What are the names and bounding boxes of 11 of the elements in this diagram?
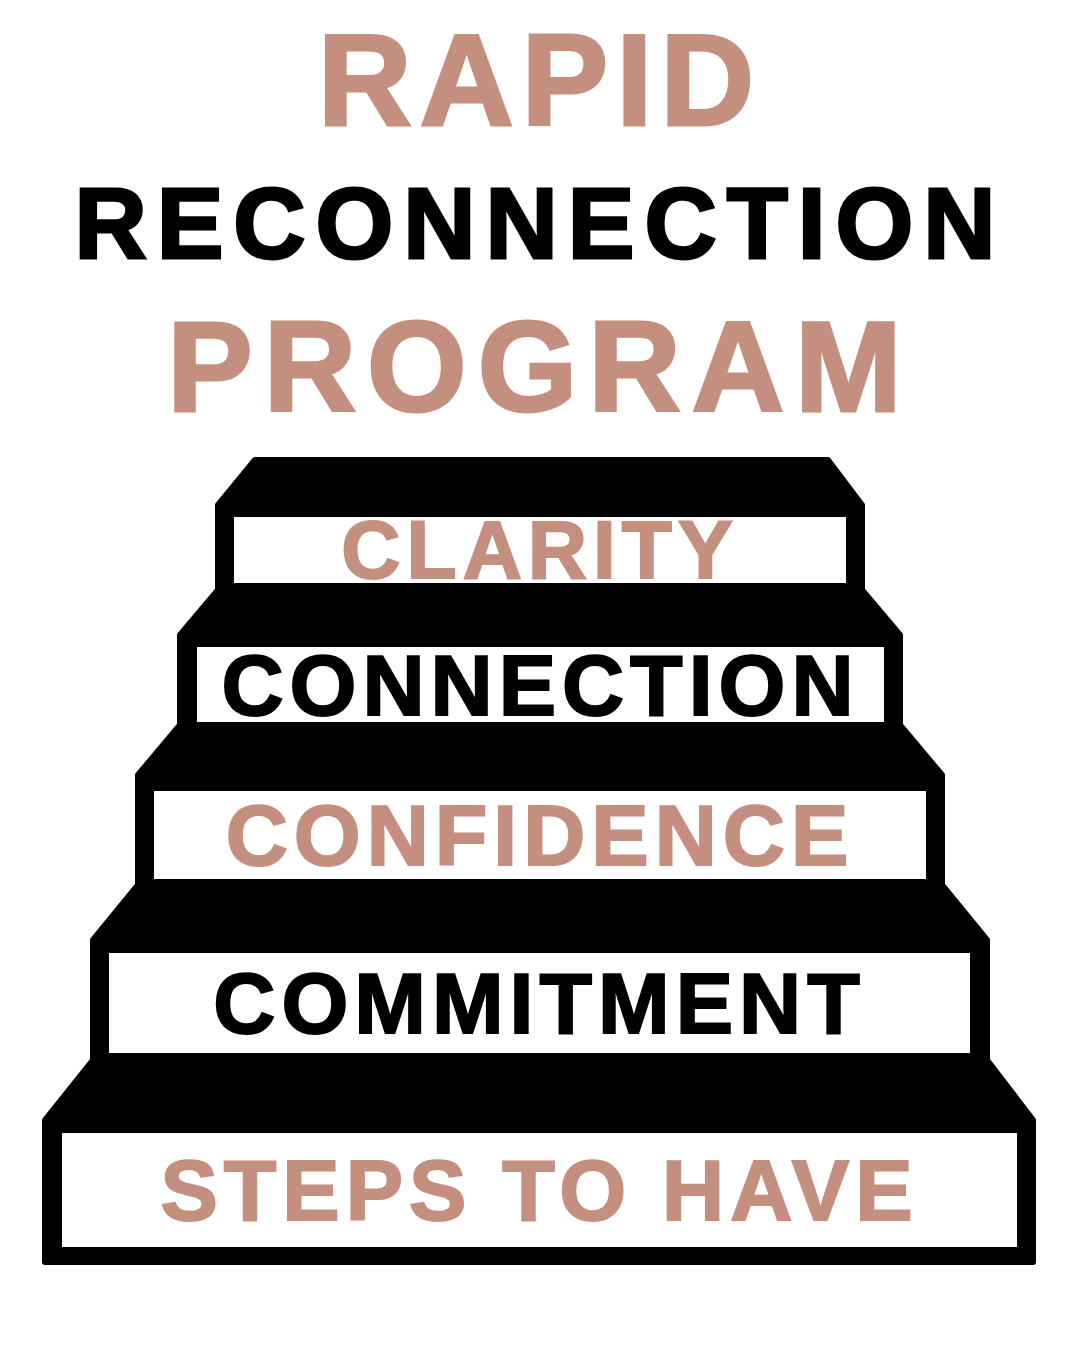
step-label: CONNECTION — [221, 641, 860, 728]
step-label: CLARITY — [341, 509, 739, 591]
step-label: COMMITMENT — [213, 960, 866, 1046]
step-label: STEPS TO HAVE — [160, 1147, 919, 1233]
step-band — [62, 1133, 1017, 1247]
title: RAPID RECONNECTION PROGRAM — [73, 15, 1007, 431]
step-band — [109, 953, 970, 1053]
step-band — [234, 517, 846, 583]
step-band — [197, 647, 884, 722]
step-band — [154, 791, 926, 879]
step-label: CONFIDENCE — [225, 792, 855, 878]
